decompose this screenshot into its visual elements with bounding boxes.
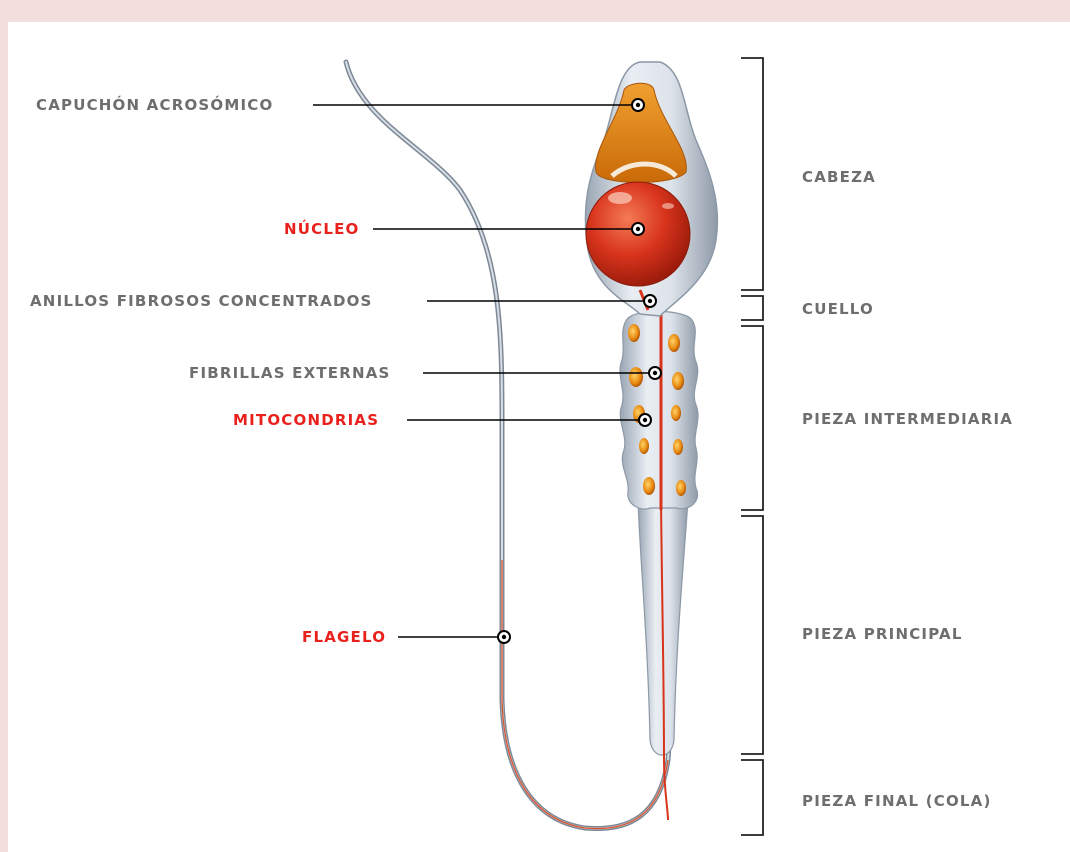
label-fibrous-rings: ANILLOS FIBROSOS CONCENTRADOS <box>30 292 373 310</box>
label-acrosomal-cap: CAPUCHÓN ACROSÓMICO <box>36 96 273 114</box>
section-principal-piece: PIEZA PRINCIPAL <box>802 625 963 643</box>
section-head: CABEZA <box>802 168 876 186</box>
section-brackets <box>741 58 763 835</box>
section-midpiece: PIEZA INTERMEDIARIA <box>802 410 1013 428</box>
section-end-piece: PIEZA FINAL (COLA) <box>802 792 992 810</box>
bracket-neck <box>741 296 763 320</box>
tail-body <box>638 500 688 820</box>
label-mitochondria: MITOCONDRIAS <box>233 411 379 429</box>
bracket-principal <box>741 516 763 754</box>
sperm-cell-illustration <box>8 22 1070 852</box>
label-nucleus: NÚCLEO <box>284 220 360 238</box>
section-neck: CUELLO <box>802 300 874 318</box>
bracket-midpiece <box>741 326 763 510</box>
bracket-head <box>741 58 763 290</box>
diagram-panel: CAPUCHÓN ACROSÓMICO NÚCLEO ANILLOS FIBRO… <box>8 22 1070 852</box>
label-external-fibrils: FIBRILLAS EXTERNAS <box>189 364 391 382</box>
sperm-head <box>585 62 717 316</box>
midpiece <box>620 300 698 510</box>
bracket-end <box>741 760 763 835</box>
label-flagellum: FLAGELO <box>302 628 386 646</box>
